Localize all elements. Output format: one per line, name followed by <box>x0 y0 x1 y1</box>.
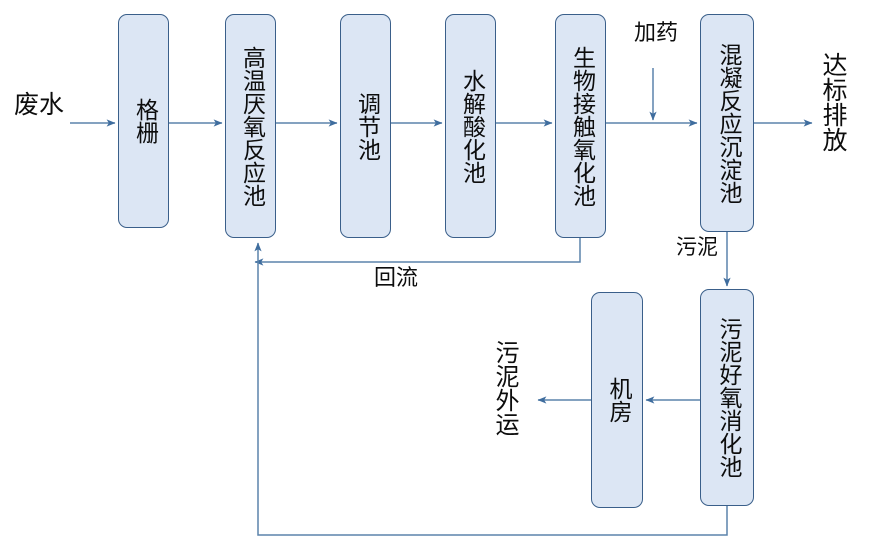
node-coagulation-sedimentation-tank[interactable]: 混凝反应沉淀池 <box>700 14 754 232</box>
node-label: 生物接触氧化池 <box>568 45 595 207</box>
node-label: 高温厌氧反应池 <box>238 45 265 207</box>
node-label: 水解酸化池 <box>458 68 485 184</box>
node-label: 格栅 <box>131 98 158 144</box>
label-sludge-haul-out: 污泥外运 <box>490 340 519 436</box>
node-grille[interactable]: 格栅 <box>118 14 169 228</box>
label-sludge: 污泥 <box>676 235 718 259</box>
node-label: 污泥好氧消化池 <box>714 317 741 478</box>
node-label: 混凝反应沉淀池 <box>714 42 741 204</box>
label-compliant-discharge: 达标排放 <box>819 52 848 152</box>
node-sludge-aerobic-digestion-tank[interactable]: 污泥好氧消化池 <box>700 289 754 506</box>
node-high-temp-anaerobic-reactor[interactable]: 高温厌氧反应池 <box>225 14 276 238</box>
node-hydrolysis-acidification-tank[interactable]: 水解酸化池 <box>445 14 496 238</box>
connector-biocontact-return <box>254 238 581 266</box>
label-influent: 废水 <box>14 90 65 119</box>
node-equalization-tank[interactable]: 调节池 <box>340 14 391 238</box>
node-machine-room[interactable]: 机房 <box>591 292 643 508</box>
node-label: 调节池 <box>353 91 380 161</box>
label-return-flow: 回流 <box>374 266 419 291</box>
node-label: 机房 <box>604 377 631 423</box>
label-dosing: 加药 <box>634 21 679 46</box>
connector-digest-return <box>254 242 728 536</box>
node-biological-contact-oxidation-tank[interactable]: 生物接触氧化池 <box>555 14 606 238</box>
